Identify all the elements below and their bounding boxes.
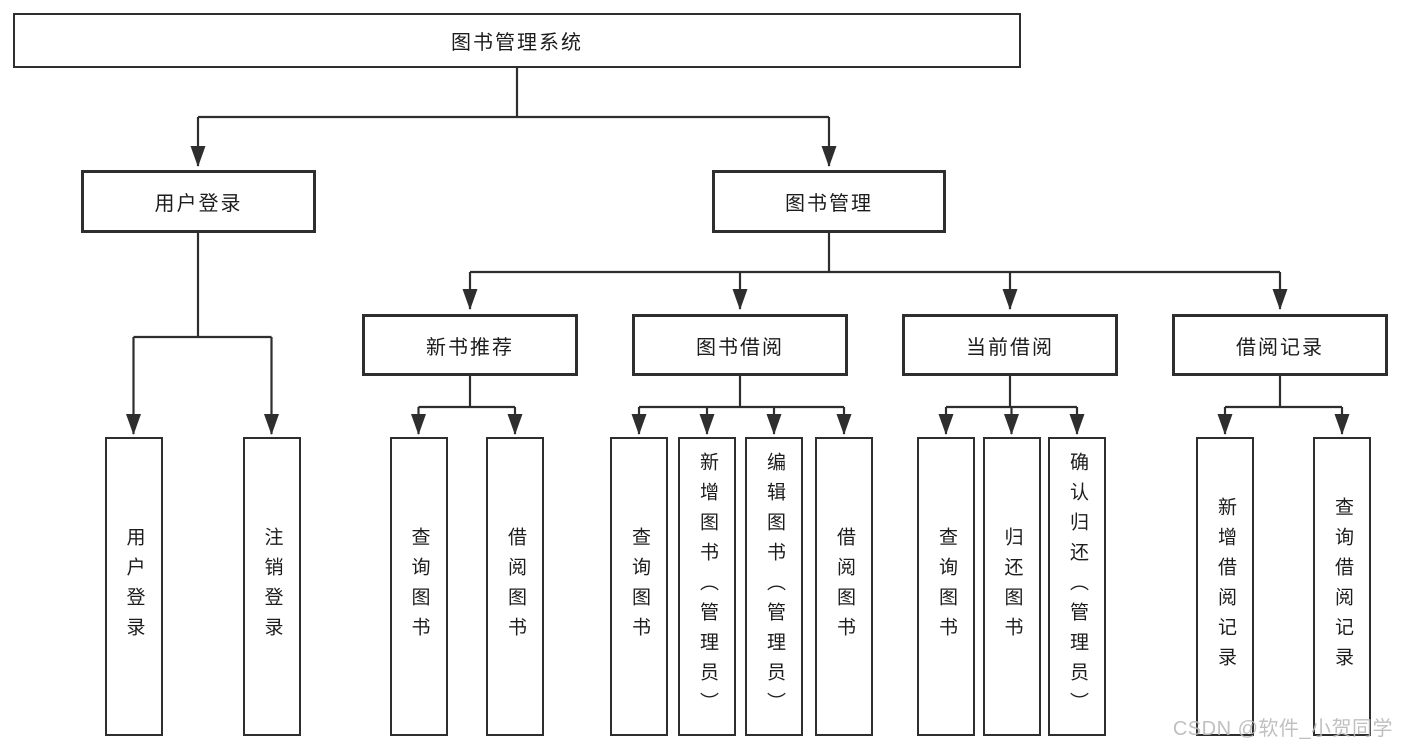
node-user-login: 用户登录 — [81, 170, 316, 233]
node-label: 用户登录 — [154, 193, 243, 215]
leaf-label: 借阅图书 — [833, 526, 855, 647]
leaf-label: 新增借阅记录 — [1214, 496, 1236, 677]
leaf-add-book-admin: 新增图书（管理员） — [678, 437, 736, 736]
leaf-label: 查询图书 — [935, 526, 957, 647]
leaf-label: 借阅图书 — [504, 526, 526, 647]
node-label: 图书借阅 — [696, 336, 784, 359]
leaf-label: 编辑图书（管理员） — [763, 451, 785, 722]
connector-group — [126, 68, 1350, 435]
leaf-query-books-current: 查询图书 — [917, 437, 975, 736]
node-library-management-system: 图书管理系统 — [13, 13, 1021, 68]
node-borrow-records: 借阅记录 — [1172, 314, 1388, 376]
leaf-confirm-return-admin: 确认归还（管理员） — [1048, 437, 1106, 736]
leaf-label: 查询借阅记录 — [1331, 496, 1353, 677]
node-label: 图书管理 — [785, 193, 873, 215]
leaf-query-books-recommend: 查询图书 — [389, 437, 448, 736]
leaf-query-books-borrow: 查询图书 — [610, 437, 668, 736]
leaf-query-borrow-record: 查询借阅记录 — [1313, 437, 1371, 736]
node-book-management: 图书管理 — [712, 170, 946, 233]
node-label: 图书管理系统 — [451, 32, 583, 54]
leaf-borrow-books-recommend: 借阅图书 — [486, 437, 544, 736]
leaf-label: 归还图书 — [1001, 526, 1023, 647]
leaf-borrow-books-borrow: 借阅图书 — [815, 437, 873, 736]
node-new-book-recommend: 新书推荐 — [362, 314, 578, 376]
leaf-edit-book-admin: 编辑图书（管理员） — [745, 437, 803, 736]
node-book-borrow: 图书借阅 — [632, 314, 848, 376]
node-current-borrow: 当前借阅 — [902, 314, 1118, 376]
node-label: 新书推荐 — [426, 336, 514, 359]
leaf-label: 新增图书（管理员） — [696, 451, 718, 722]
node-label: 借阅记录 — [1236, 336, 1324, 359]
leaf-logout: 注销登录 — [242, 437, 301, 736]
leaf-label: 用户登录 — [123, 526, 145, 647]
node-label: 当前借阅 — [966, 336, 1054, 359]
leaf-label: 查询图书 — [628, 526, 650, 647]
leaf-user-login: 用户登录 — [104, 437, 163, 736]
leaf-return-book: 归还图书 — [982, 437, 1041, 736]
leaf-label: 注销登录 — [261, 526, 283, 647]
leaf-label: 查询图书 — [408, 526, 430, 647]
leaf-add-borrow-record: 新增借阅记录 — [1196, 437, 1254, 736]
leaf-label: 确认归还（管理员） — [1066, 451, 1088, 722]
